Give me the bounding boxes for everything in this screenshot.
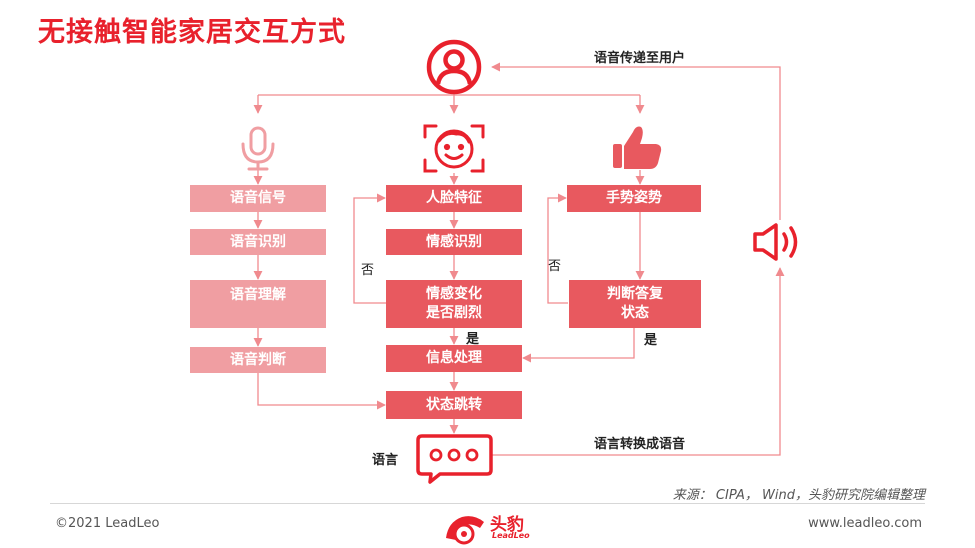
connector-chat-speaker <box>492 267 785 456</box>
logo-text: 头豹 <box>490 515 524 535</box>
reply-state-box: 判断答复 状态 <box>569 280 701 328</box>
chat-bubble-icon <box>416 434 493 484</box>
emotion-change-box: 情感变化 是否剧烈 <box>386 280 522 328</box>
no-label-right: 否 <box>548 259 562 274</box>
source-note: 来源： CIPA， Wind，头豹研究院编辑整理 <box>672 488 925 503</box>
state-transition-box: 状态跳转 <box>386 391 522 419</box>
yes-label-left: 是 <box>466 332 480 347</box>
logo-subtext: LeadLeo <box>492 531 530 540</box>
voice-recognition-box: 语音识别 <box>190 229 326 255</box>
slide-title: 无接触智能家居交互方式 <box>38 17 346 48</box>
copyright-text: ©2021 LeadLeo <box>55 516 160 531</box>
voice-understanding-box: 语音理解 <box>190 280 326 328</box>
microphone-icon <box>241 126 275 171</box>
user-icon <box>426 39 482 95</box>
gesture-box: 手势姿势 <box>567 185 701 212</box>
face-feature-box: 人脸特征 <box>386 185 522 212</box>
connector-gesture-no-loop <box>547 193 568 304</box>
website-link[interactable]: www.leadleo.com <box>808 516 922 531</box>
leadleo-logo-icon <box>446 516 484 545</box>
connector-face-no-loop <box>353 193 386 304</box>
info-processing-box: 信息处理 <box>386 345 522 372</box>
voice-signal-box: 语音信号 <box>190 185 326 212</box>
footer-divider <box>50 503 925 504</box>
face-scan-icon <box>423 124 485 173</box>
connector-gesture-yes <box>522 328 635 363</box>
connector-voice-to-state <box>257 373 386 410</box>
to-speech-label: 语言转换成语音 <box>594 437 686 452</box>
to-user-label: 语音传递至用户 <box>594 51 686 66</box>
yes-label-right: 是 <box>644 333 658 348</box>
no-label-left: 否 <box>361 263 375 278</box>
emotion-recognition-box: 情感识别 <box>386 229 522 255</box>
speech-label: 语言 <box>372 453 399 468</box>
speaker-icon <box>753 223 798 261</box>
voice-judgement-box: 语音判断 <box>190 347 326 373</box>
thumbs-up-icon <box>613 126 662 169</box>
connector-speaker-user <box>491 62 781 220</box>
